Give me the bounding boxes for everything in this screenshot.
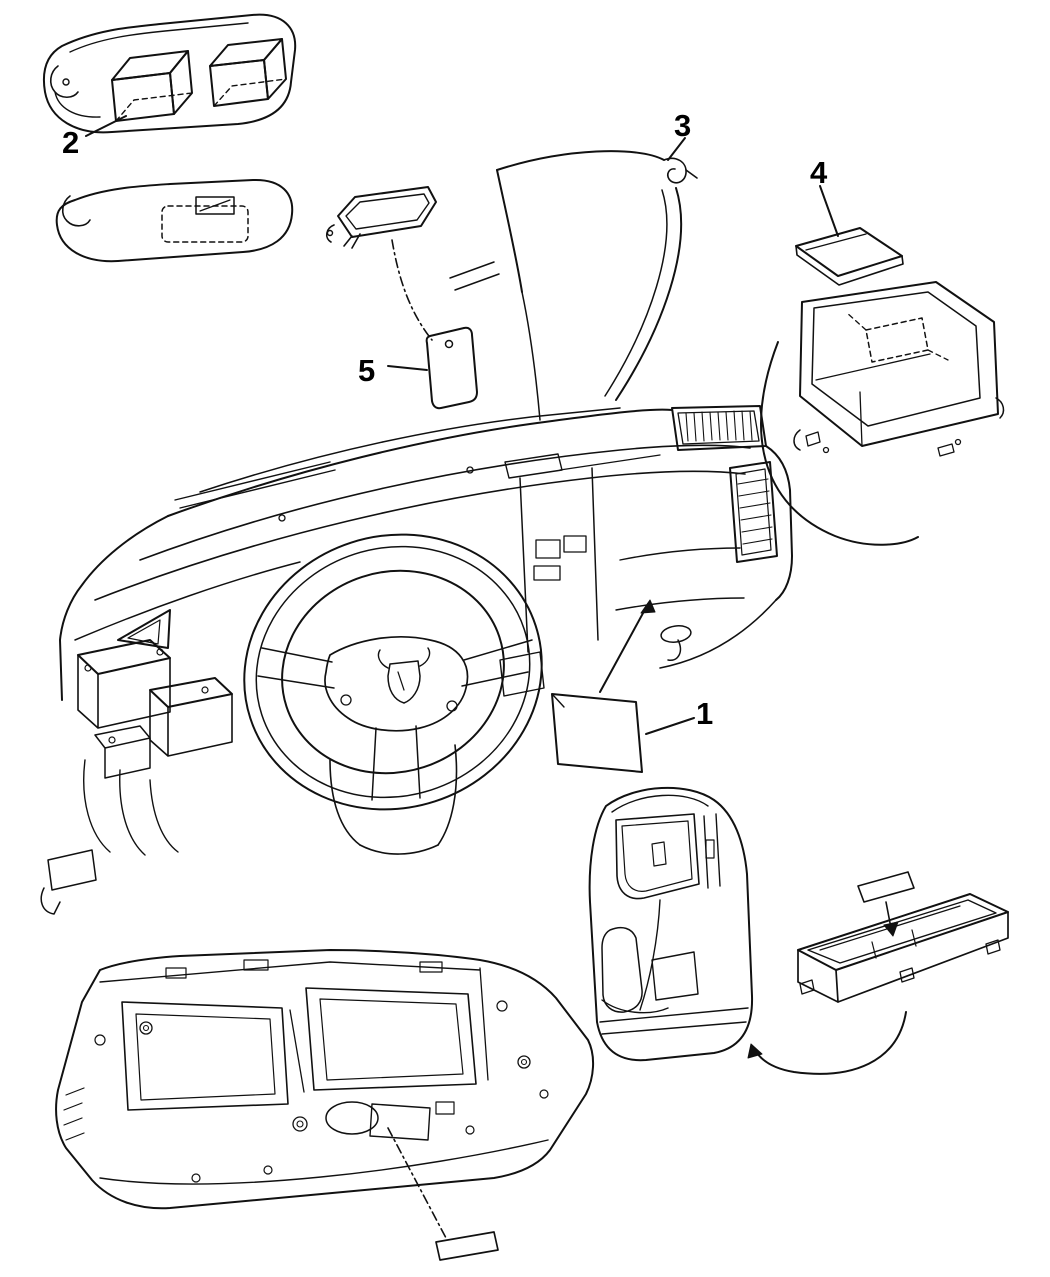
callout-4: 4: [810, 155, 828, 190]
callout-1: 1: [696, 696, 714, 731]
steering-wheel: [243, 533, 543, 811]
instrument-panel: [59, 405, 793, 855]
cab-cross-section: [588, 786, 754, 1062]
callout-2: 2: [62, 125, 80, 160]
callout-5: 5: [358, 353, 376, 388]
windshield-a-pillar: [449, 137, 698, 421]
ip-reinforcement-panel: [55, 949, 594, 1261]
rearview-mirror: [325, 186, 437, 341]
sill-storage-tray: [747, 871, 1009, 1075]
callout-3: 3: [674, 108, 692, 143]
sun-visor-top: [43, 13, 297, 137]
under-dash-modules: [40, 639, 233, 915]
glove-box-bin: [760, 185, 1005, 546]
sun-visor-bottom: [55, 178, 294, 263]
part1-label-card: [551, 599, 695, 773]
part5-label-card: [387, 326, 478, 410]
